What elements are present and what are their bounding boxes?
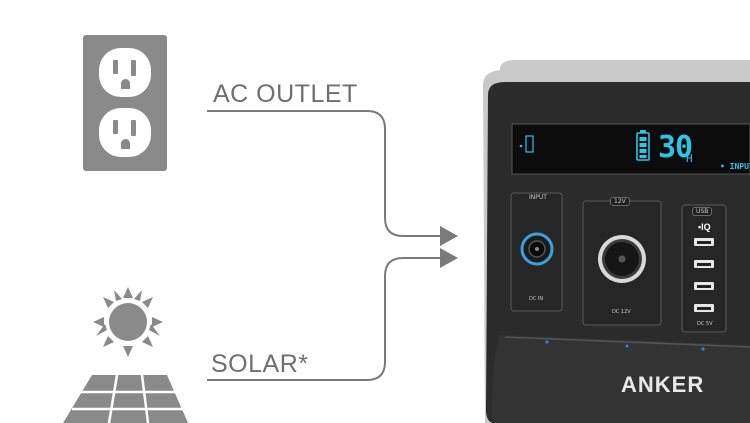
battery-icon (636, 130, 650, 161)
solar-panel-icon (63, 374, 188, 423)
wall-outlet-icon (83, 35, 167, 171)
input-port-label: INPUT (529, 194, 547, 201)
car-port-tag: 12V (610, 197, 630, 206)
outlet-socket-bottom (99, 108, 151, 157)
usb-port-sublabel: DC 5V (697, 321, 713, 327)
input-indicator-label: • INPUT (720, 162, 750, 171)
ac-connector-line (207, 110, 442, 237)
usb-port-tag: USB (692, 207, 713, 216)
dc-input-port-icon (520, 232, 554, 266)
power-station-device (483, 60, 750, 423)
input-port-sublabel: DC IN (529, 296, 544, 302)
output-indicator-icon (519, 135, 534, 153)
ac-outlet-label: AC OUTLET (213, 80, 358, 108)
solar-label: SOLAR* (211, 350, 309, 378)
poweriq-label: •IQ (698, 222, 711, 232)
arrow-right-icon (440, 226, 458, 246)
outlet-socket-top (99, 48, 151, 97)
car-port-sublabel: DC 12V (612, 309, 631, 315)
car-socket-icon (598, 235, 646, 283)
runtime-hours-unit: H (686, 152, 693, 165)
solar-connector-line (207, 257, 442, 381)
arrow-right-icon (440, 248, 458, 268)
runtime-hours-value: 30 (658, 130, 693, 165)
brand-logo: ANKER (621, 372, 705, 397)
sun-icon (93, 287, 163, 357)
